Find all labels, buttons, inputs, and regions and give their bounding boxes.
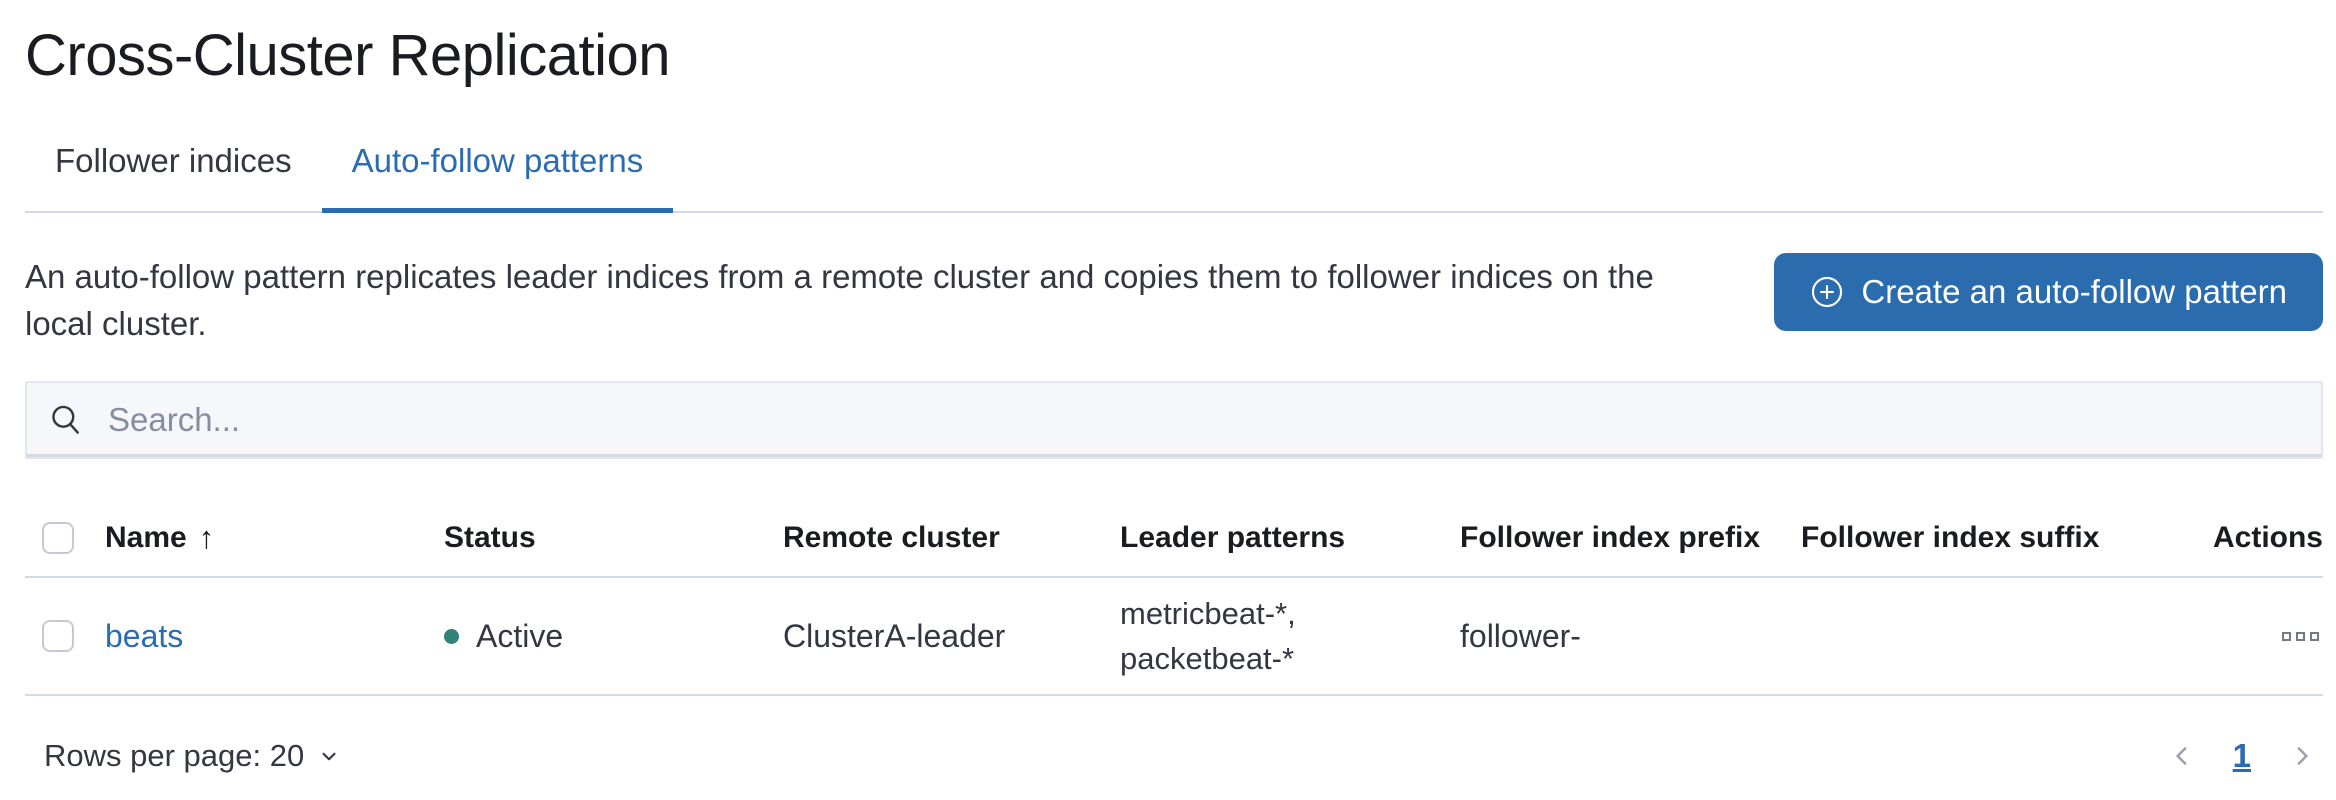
chevron-down-icon: [322, 752, 336, 761]
pattern-name-link[interactable]: beats: [105, 617, 184, 654]
boxes-horizontal-icon: [2296, 631, 2305, 641]
tab-auto-follow-patterns[interactable]: Auto-follow patterns: [321, 140, 674, 213]
intro-section: An auto-follow pattern replicates leader…: [25, 253, 2323, 347]
cell-status: Active: [444, 618, 783, 655]
row-checkbox[interactable]: [42, 620, 74, 652]
column-header-follower-index-prefix: Follower index prefix: [1460, 520, 1761, 554]
column-header-actions: Actions: [2212, 520, 2323, 554]
pagination: 1: [2167, 737, 2323, 775]
pagination-page-1[interactable]: 1: [2232, 737, 2251, 774]
pagination-next-button[interactable]: [2287, 741, 2317, 771]
column-header-follower-index-suffix: Follower index suffix: [1801, 520, 2100, 554]
page-title: Cross-Cluster Replication: [25, 23, 671, 88]
cell-remote-cluster: ClusterA-leader: [783, 617, 1006, 654]
column-header-status: Status: [444, 520, 536, 554]
cell-follower-index-prefix: follower-: [1460, 617, 1581, 654]
create-auto-follow-pattern-button[interactable]: Create an auto-follow pattern: [1774, 253, 2323, 331]
tab-bar: Follower indices Auto-follow patterns: [25, 140, 2323, 213]
cell-actions: [2141, 628, 2323, 645]
tab-follower-indices[interactable]: Follower indices: [55, 142, 292, 179]
table-footer: Rows per page: 20 1: [25, 730, 2323, 782]
boxes-horizontal-icon: [2282, 631, 2291, 641]
table-row: beats Active ClusterA-leader metricbeat-…: [25, 578, 2323, 696]
boxes-horizontal-icon: [2310, 631, 2319, 641]
column-header-leader-patterns: Leader patterns: [1120, 520, 1346, 554]
search-input[interactable]: [108, 401, 2299, 439]
page-description: An auto-follow pattern replicates leader…: [25, 253, 1654, 347]
row-checkbox-cell: [25, 620, 105, 652]
column-header-remote-cluster: Remote cluster: [783, 520, 1000, 554]
search-bar: [25, 381, 2323, 459]
cell-leader-patterns: metricbeat-*, packetbeat-*: [1120, 591, 1460, 681]
row-actions-button[interactable]: [2278, 628, 2323, 645]
column-header-name-label: Name: [105, 520, 187, 554]
auto-follow-patterns-table: Name ↑ Status Remote cluster Leader patt…: [25, 499, 2323, 696]
table-header-row: Name ↑ Status Remote cluster Leader patt…: [25, 499, 2323, 578]
cross-cluster-replication-page: Cross-Cluster Replication Follower indic…: [0, 24, 2336, 782]
leader-pattern-line-2: packetbeat-*: [1120, 641, 1295, 676]
rows-per-page-label: Rows per page: 20: [44, 738, 305, 773]
arrow-up-icon: ↑: [198, 519, 215, 555]
status-label: Active: [476, 617, 564, 654]
description-line-1: An auto-follow pattern replicates leader…: [25, 258, 1654, 295]
chevron-left-icon: [2176, 747, 2187, 765]
cell-name: beats: [105, 618, 444, 655]
description-line-2: local cluster.: [25, 305, 207, 342]
create-button-label: Create an auto-follow pattern: [1861, 273, 2287, 310]
header-checkbox-cell: [25, 521, 105, 554]
status-active-dot-icon: [444, 628, 459, 644]
pagination-previous-button[interactable]: [2167, 741, 2197, 771]
leader-pattern-line-1: metricbeat-*,: [1120, 596, 1296, 631]
plus-in-circle-icon: [1812, 276, 1843, 308]
select-all-checkbox[interactable]: [42, 521, 74, 554]
chevron-right-icon: [2297, 747, 2308, 765]
column-header-name[interactable]: Name ↑: [105, 520, 444, 556]
search-icon: [52, 405, 79, 434]
rows-per-page-selector[interactable]: Rows per page: 20: [25, 738, 342, 774]
